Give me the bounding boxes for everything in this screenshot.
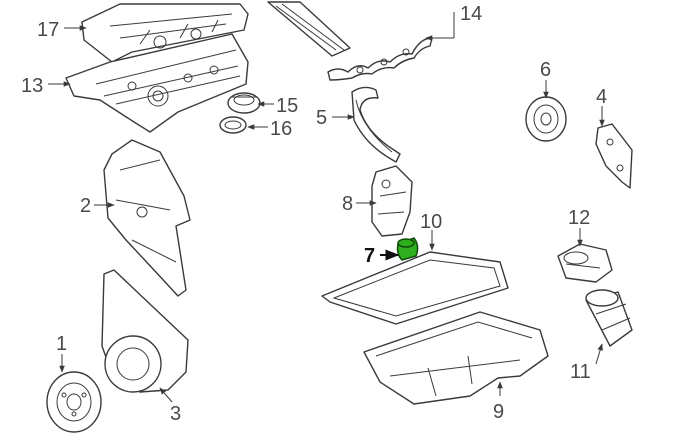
leader-lines: [48, 12, 605, 403]
part-oil-pan[interactable]: [363, 311, 549, 405]
callout-8: 8: [342, 193, 353, 215]
callout-1: 1: [56, 333, 67, 355]
callout-4: 4: [596, 86, 607, 108]
part-mounting-bracket[interactable]: [595, 123, 633, 189]
part-oil-pan-gasket[interactable]: [321, 251, 509, 325]
part-timing-cover-lower[interactable]: [101, 269, 189, 393]
part-valve-cover-gasket[interactable]: [267, 1, 433, 81]
part-oil-strainer-highlighted[interactable]: [396, 237, 419, 261]
callout-16: 16: [270, 118, 292, 140]
part-oil-filter-housing[interactable]: [557, 243, 613, 283]
callout-3: 3: [170, 403, 181, 425]
callout-10: 10: [420, 211, 442, 233]
callout-labels: 17 13 14 15 16 5 6 4 2 8 10 7 12 11 9 1 …: [21, 3, 607, 425]
part-cylinder-head-cover[interactable]: [65, 33, 249, 133]
part-cap-seal[interactable]: [219, 116, 247, 134]
part-oil-filter[interactable]: [585, 289, 633, 347]
part-timing-belt-cover-upper[interactable]: [103, 139, 191, 297]
part-oil-pump[interactable]: [371, 165, 413, 237]
callout-15: 15: [276, 95, 298, 117]
callout-17: 17: [37, 19, 59, 41]
callout-14: 14: [460, 3, 482, 25]
callout-2: 2: [80, 195, 91, 217]
part-oil-filler-cap[interactable]: [227, 92, 261, 114]
callout-7: 7: [364, 245, 375, 267]
part-timing-chain-guide[interactable]: [351, 86, 401, 163]
part-upper-engine-cover[interactable]: [81, 3, 249, 63]
callout-13: 13: [21, 75, 43, 97]
callout-11: 11: [570, 361, 591, 383]
callout-5: 5: [316, 107, 327, 129]
callout-6: 6: [540, 59, 551, 81]
part-pulley-small[interactable]: [525, 96, 567, 142]
callout-12: 12: [568, 207, 590, 229]
callout-9: 9: [493, 401, 504, 423]
part-crankshaft-pulley[interactable]: [46, 371, 102, 433]
